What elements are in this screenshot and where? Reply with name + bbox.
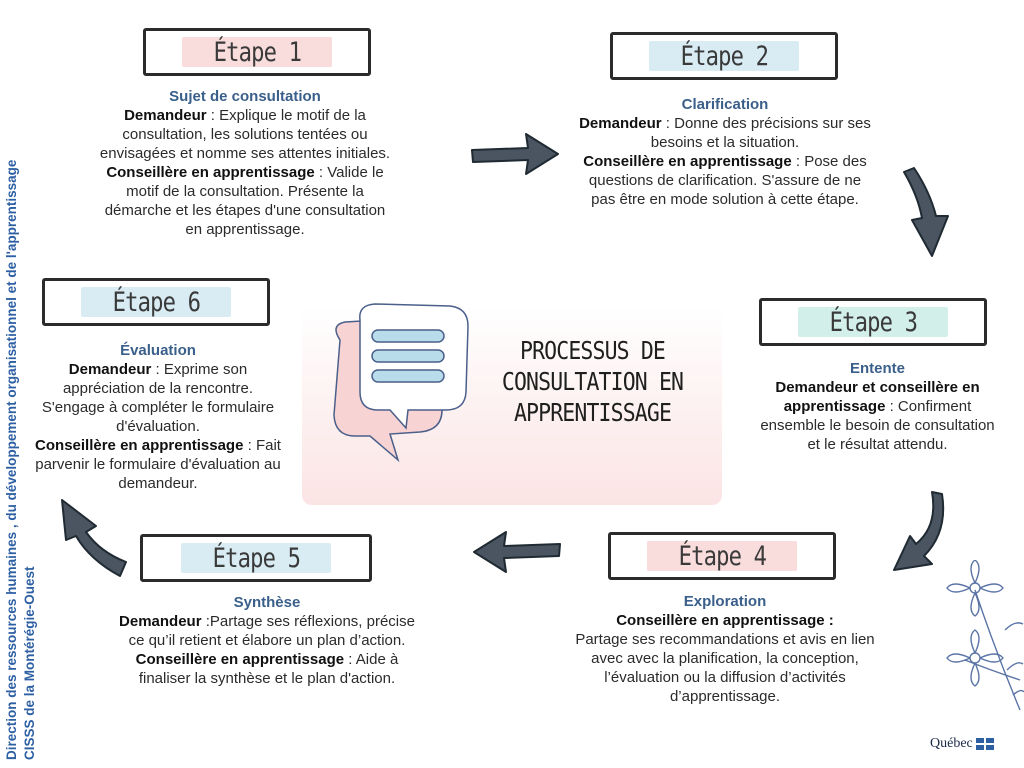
- step-4-title: Étape 4: [678, 540, 766, 572]
- step-4-heading: Exploration: [683, 593, 767, 610]
- step-3-box: Étape 3: [759, 298, 993, 352]
- step-1-text: Demandeur : Explique le motif de la cons…: [99, 107, 391, 238]
- quebec-logo: Québec: [930, 736, 994, 752]
- center-title-line-1: PROCESSUS DE: [519, 336, 666, 365]
- arrow-step1-to-step2-icon: [471, 133, 559, 175]
- step-5-heading: Synthèse: [233, 594, 301, 611]
- step-2: Étape 2 Clarification Demandeur : Donne …: [575, 32, 875, 209]
- step-5-text: Demandeur :Partage ses réflexions, préci…: [119, 613, 415, 687]
- step-4: Étape 4 Exploration Conseillère en appre…: [572, 532, 878, 706]
- step-3-heading: Entente: [849, 360, 905, 377]
- step-2-text: Demandeur : Donne des précisions sur ses…: [579, 115, 871, 208]
- center-title: PROCESSUS DE CONSULTATION EN APPRENTISSA…: [480, 335, 705, 428]
- step-3: Étape 3 Entente Demandeur et conseillère…: [755, 298, 1000, 454]
- sidebar-organization: CISSS de la Montérégie-Ouest: [22, 566, 37, 760]
- arrow-step4-to-step5-icon: [473, 531, 561, 573]
- step-6-heading: Évaluation: [120, 342, 196, 359]
- step-1-box: Étape 1: [143, 28, 377, 82]
- quebec-logo-text: Québec: [930, 736, 973, 751]
- step-1: Étape 1 Sujet de consultation Demandeur …: [95, 28, 395, 239]
- step-4-box: Étape 4: [608, 532, 842, 586]
- sidebar-department: Direction des ressources humaines , du d…: [4, 159, 19, 760]
- step-5-title: Étape 5: [212, 542, 300, 574]
- step-1-title: Étape 1: [213, 36, 301, 68]
- step-6-title: Étape 6: [112, 286, 200, 318]
- step-4-text: Conseillère en apprentissage : Partage s…: [575, 612, 875, 705]
- step-2-title: Étape 2: [680, 40, 768, 72]
- center-title-line-3: APPRENTISSAGE: [513, 398, 672, 427]
- step-5-box: Étape 5: [140, 534, 378, 588]
- quebec-flag-icon: [975, 738, 994, 750]
- step-3-text: Demandeur et conseillère en apprentissag…: [760, 379, 995, 453]
- step-6-text: Demandeur : Exprime son appréciation de …: [35, 361, 281, 492]
- step-1-heading: Sujet de consultation: [169, 88, 321, 105]
- arrow-step2-to-step3-icon: [903, 167, 949, 257]
- speech-bubbles-icon: [333, 303, 469, 463]
- flower-decoration-icon: [946, 560, 1024, 711]
- center-title-line-2: CONSULTATION EN: [501, 367, 684, 396]
- step-3-title: Étape 3: [829, 306, 917, 338]
- step-2-heading: Clarification: [681, 96, 769, 113]
- step-5: Étape 5 Synthèse Demandeur :Partage ses …: [112, 534, 422, 688]
- step-2-box: Étape 2: [610, 32, 844, 86]
- step-6: Étape 6 Évaluation Demandeur : Exprime s…: [30, 278, 286, 493]
- arrow-step5-to-step6-icon: [61, 499, 127, 577]
- step-6-box: Étape 6: [42, 278, 276, 332]
- arrow-step3-to-step4-icon: [893, 491, 945, 571]
